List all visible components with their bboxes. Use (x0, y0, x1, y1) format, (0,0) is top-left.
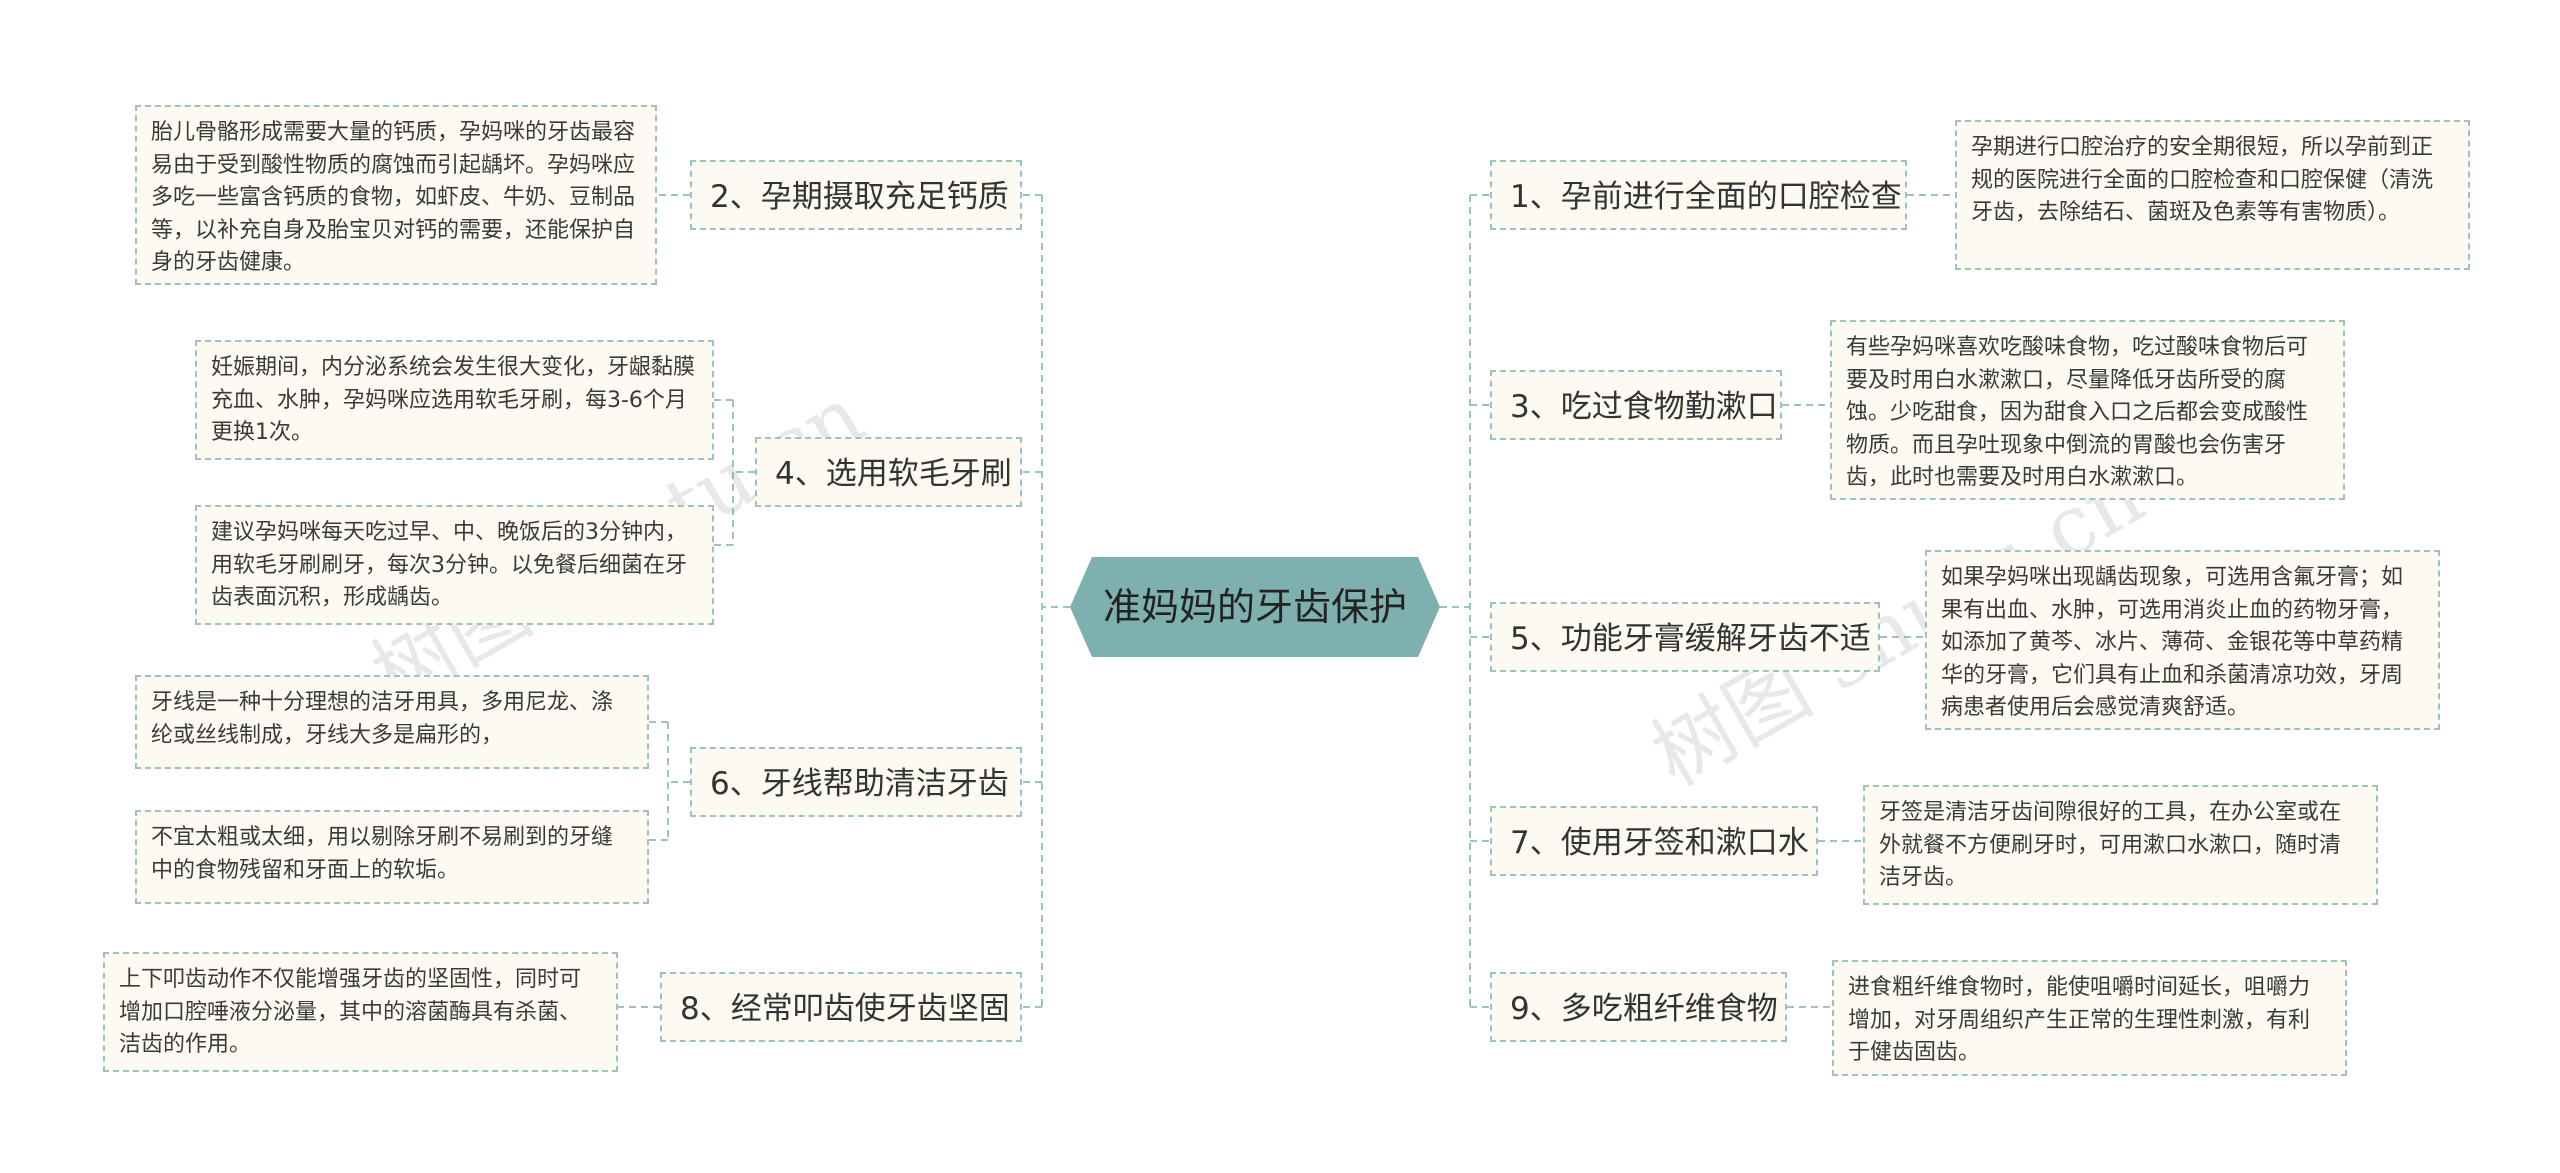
detail-3-1: 有些孕妈咪喜欢吃酸味食物，吃过酸味食物后可要及时用白水漱漱口，尽量降低牙齿所受的… (1830, 320, 2345, 500)
branch-6[interactable]: 6、牙线帮助清洁牙齿 (690, 747, 1022, 817)
detail-4-1: 妊娠期间，内分泌系统会发生很大变化，牙龈黏膜充血、水肿，孕妈咪应选用软毛牙刷，每… (195, 340, 714, 460)
branch-1[interactable]: 1、孕前进行全面的口腔检查 (1490, 160, 1907, 230)
detail-4-2: 建议孕妈咪每天吃过早、中、晚饭后的3分钟内，用软毛牙刷刷牙，每次3分钟。以免餐后… (195, 505, 714, 625)
branch-4[interactable]: 4、选用软毛牙刷 (755, 437, 1022, 507)
center-topic[interactable]: 准妈妈的牙齿保护 (1070, 557, 1440, 657)
center-hexagon (1070, 557, 1440, 657)
detail-8-1: 上下叩齿动作不仅能增强牙齿的坚固性，同时可增加口腔唾液分泌量，其中的溶菌酶具有杀… (103, 952, 618, 1072)
branch-2[interactable]: 2、孕期摄取充足钙质 (690, 160, 1022, 230)
detail-2-1: 胎儿骨骼形成需要大量的钙质，孕妈咪的牙齿最容易由于受到酸性物质的腐蚀而引起龋坏。… (135, 105, 657, 285)
branch-9[interactable]: 9、多吃粗纤维食物 (1490, 972, 1787, 1042)
detail-6-1: 牙线是一种十分理想的洁牙用具，多用尼龙、涤纶或丝线制成，牙线大多是扁形的， (135, 675, 649, 769)
detail-9-1: 进食粗纤维食物时，能使咀嚼时间延长，咀嚼力增加，对牙周组织产生正常的生理性刺激，… (1832, 960, 2347, 1076)
detail-6-2: 不宜太粗或太细，用以剔除牙刷不易刷到的牙缝中的食物残留和牙面上的软垢。 (135, 810, 649, 904)
branch-3[interactable]: 3、吃过食物勤漱口 (1490, 370, 1782, 440)
detail-1-1: 孕期进行口腔治疗的安全期很短，所以孕前到正规的医院进行全面的口腔检查和口腔保健（… (1955, 120, 2470, 270)
center-title: 准妈妈的牙齿保护 (1102, 585, 1407, 629)
branch-8[interactable]: 8、经常叩齿使牙齿坚固 (660, 972, 1022, 1042)
branch-5[interactable]: 5、功能牙膏缓解牙齿不适 (1490, 602, 1880, 672)
detail-7-1: 牙签是清洁牙齿间隙很好的工具，在办公室或在外就餐不方便刷牙时，可用漱口水漱口，随… (1863, 785, 2378, 905)
detail-5-1: 如果孕妈咪出现龋齿现象，可选用含氟牙膏；如果有出血、水肿，可选用消炎止血的药物牙… (1925, 550, 2440, 730)
branch-7[interactable]: 7、使用牙签和漱口水 (1490, 806, 1818, 876)
